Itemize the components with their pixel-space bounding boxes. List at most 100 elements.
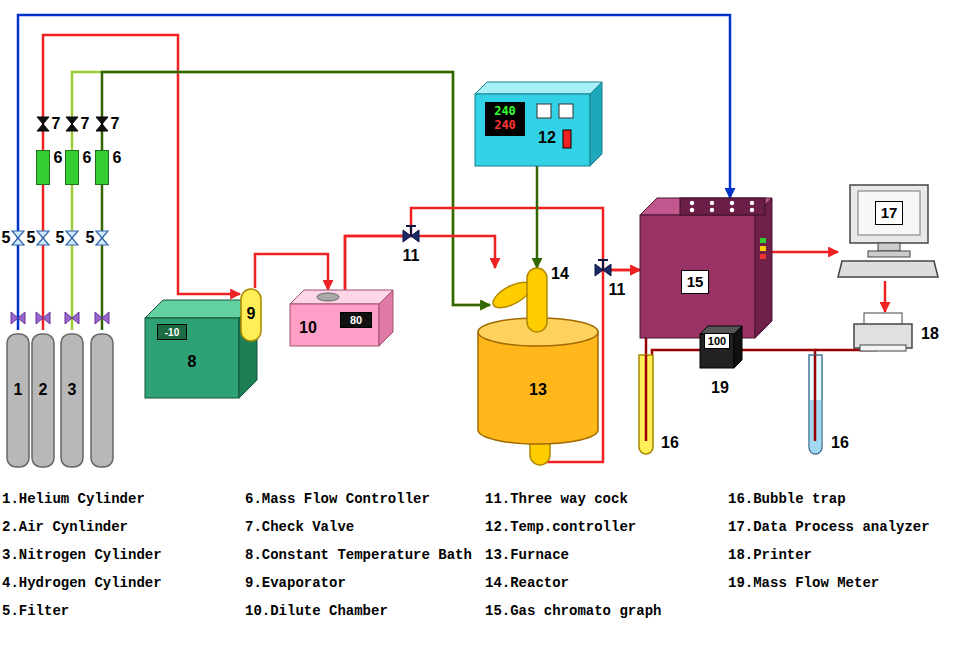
pipe-connector [102, 72, 490, 305]
callout-number: 9 [247, 305, 256, 323]
callout-number: 15 [681, 270, 710, 295]
key-entry: 18.Printer [728, 548, 812, 563]
key-entry: 2.Air Cynlinder [2, 520, 128, 535]
pipe-connector [652, 350, 700, 355]
pipe-connector [345, 208, 640, 290]
pipe-connector [18, 15, 730, 330]
key-entry: 13.Furnace [485, 548, 569, 563]
key-entry: 8.Constant Temperature Bath [245, 548, 472, 563]
key-entry: 6.Mass Flow Controller [245, 492, 430, 507]
gas-cylinder: 2 [31, 330, 55, 468]
callout-number: 7 [52, 115, 61, 133]
pipe-connector [345, 236, 495, 290]
callout-number: -10 [165, 327, 179, 338]
callout-number: 14 [551, 265, 569, 283]
hydrogen-cylinder [91, 185, 113, 467]
mass-flow-meter: 10019 [700, 326, 742, 368]
callout-number: 80 [350, 314, 362, 326]
callout-number: 16 [831, 434, 849, 452]
gas-chromatograph: 15 [640, 198, 772, 338]
pipe-connector [645, 338, 648, 355]
pipe-connector [42, 185, 45, 330]
printer: 18 [850, 312, 916, 352]
key-entry: 1.Helium Cylinder [2, 492, 145, 507]
key-entry: 17.Data Process analyzer [728, 520, 930, 535]
callout-number: 240 [494, 119, 516, 132]
constant-temperature-bath: 8 -10 [145, 300, 257, 398]
callout-number: 7 [111, 115, 120, 133]
computer: 17 [838, 183, 938, 281]
callout-number: 6 [83, 149, 92, 167]
bubble-trap: 16 [808, 355, 823, 457]
printer-shape [850, 312, 916, 352]
evaporator: 9 [240, 288, 262, 342]
callout-number: 6 [54, 149, 63, 167]
key-entry: 5.Filter [2, 604, 69, 619]
pipe-connector [255, 254, 328, 290]
callout-number: 1 [14, 381, 23, 399]
callout-number: 17 [875, 201, 904, 226]
callout-number: 11 [609, 281, 626, 299]
callout-number: 6 [113, 149, 122, 167]
key-entry: 4.Hydrogen Cylinder [2, 576, 162, 591]
reactor-shape [490, 268, 550, 332]
temperature-controller: 12 240240 [475, 82, 602, 166]
callout-number: 12 [538, 129, 556, 147]
callout-number: 3 [68, 381, 77, 399]
callout-number: 5 [27, 229, 36, 247]
key-entry: 15.Gas chromato graph [485, 604, 661, 619]
callout-number: 11 [403, 247, 420, 265]
mass-flow-controller-shape [65, 150, 79, 185]
gas-cylinder-shape [60, 330, 84, 468]
key-entry: 3.Nitrogen Cylinder [2, 548, 162, 563]
pipe-connector [772, 251, 838, 254]
check-valve-symbol [37, 117, 108, 131]
callout-number: 8 [188, 353, 197, 371]
callout-number: 5 [56, 229, 65, 247]
callout-number: 100 [704, 333, 730, 349]
computer-shape [838, 183, 938, 281]
callout-number: 18 [921, 325, 939, 343]
key-entry: 7.Check Valve [245, 520, 354, 535]
gas-chromatograph-shape [640, 198, 772, 338]
key-entry: 19.Mass Flow Meter [728, 576, 879, 591]
mass-flow-controller: 6 [95, 150, 109, 185]
gas-cylinder-shape [31, 330, 55, 468]
key-entry: 12.Temp.controller [485, 520, 636, 535]
key-entry: 14.Reactor [485, 576, 569, 591]
bath-display: -10 [157, 324, 187, 340]
callout-number: 19 [711, 379, 729, 397]
gas-cylinder: 3 [60, 330, 84, 468]
key-entry: 11.Three way cock [485, 492, 628, 507]
bubble-trap-shape [638, 355, 654, 457]
pipe-connector [72, 72, 490, 305]
reactor: 14 [490, 268, 550, 332]
pipe-connector [884, 281, 887, 312]
furnace-shape [478, 318, 598, 444]
mass-flow-controller: 6 [65, 150, 79, 185]
pipe-connector [742, 350, 815, 355]
gas-cylinder-shape [6, 330, 30, 468]
callout-number: 13 [529, 381, 547, 399]
key-entry: 16.Bubble trap [728, 492, 846, 507]
callout-number: 240 [494, 105, 516, 118]
callout-number: 16 [661, 434, 679, 452]
gas-cylinder: 1 [6, 330, 30, 468]
callout-number: 5 [2, 229, 11, 247]
mass-flow-controller-shape [95, 150, 109, 185]
bubble-trap-shape [808, 355, 823, 457]
bubble-trap: 16 [638, 355, 654, 457]
callout-number: 2 [39, 381, 48, 399]
chamber-display: 80 [340, 312, 372, 328]
dilute-chamber: 1080 [290, 290, 393, 346]
mass-flow-controller: 6 [36, 150, 50, 185]
furnace: 13 [478, 318, 598, 444]
mass-flow-controller-shape [36, 150, 50, 185]
pipe-connector [536, 166, 539, 268]
key-entry: 9.Evaporator [245, 576, 346, 591]
pipe-connector [71, 185, 74, 330]
key-entry: 10.Dilute Chamber [245, 604, 388, 619]
three-way-cock-symbol [403, 226, 611, 276]
cylinder-valve [11, 312, 109, 324]
